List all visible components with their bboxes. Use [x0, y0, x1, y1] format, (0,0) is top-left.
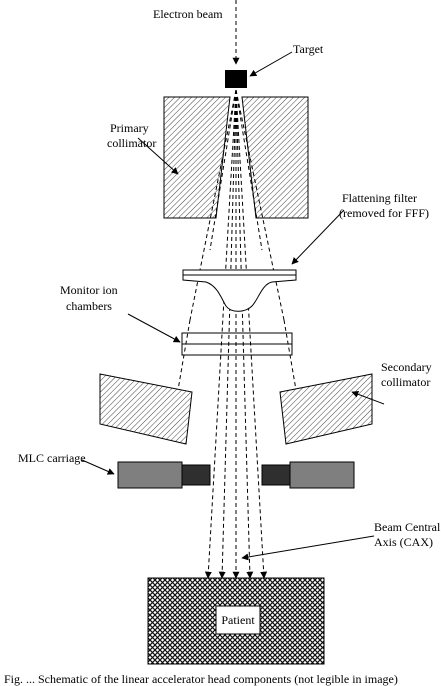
secondary-collimator-label-1: Secondary: [381, 360, 432, 374]
mlc-carriage-label: MLC carriage: [18, 451, 86, 465]
beam-cax-label-2: Axis (CAX): [374, 535, 433, 549]
secondary-collimator-label-2: collimator: [381, 375, 430, 389]
monitor-ion-label-2: chambers: [66, 299, 112, 313]
target-block: [225, 70, 247, 88]
secondary-collimator-left: [99, 373, 193, 445]
primary-collimator: [163, 96, 231, 219]
monitor-ion-label-1: Monitor ion: [60, 283, 118, 297]
secondary-collimator-leader: [351, 390, 385, 405]
primary-collimator-label-1: Primary: [110, 121, 149, 135]
target-label: Target: [293, 42, 324, 56]
primary-collimator-right: [241, 96, 309, 219]
mlc-carriage-left: [117, 461, 183, 489]
patient-label-box: [215, 605, 261, 635]
primary-collimator-leader: [137, 137, 179, 175]
figure-caption: Fig. ... Schematic of the linear acceler…: [4, 672, 398, 686]
secondary-collimator-right: [279, 373, 373, 445]
flattening-filter-leader: [291, 209, 345, 265]
beam-cax-leader: [241, 535, 375, 561]
beam-fan: [177, 89, 297, 579]
mlc-carriage-leader: [81, 459, 115, 475]
flattening-filter: [182, 269, 297, 312]
monitor-ion-leader: [127, 313, 181, 343]
primary-collimator-label-2: collimator: [107, 136, 156, 150]
mlc-leaf-left: [181, 464, 211, 486]
beam-cax-label-1: Beam Central: [374, 520, 441, 534]
flattening-filter-label-1: Flattening filter: [342, 191, 417, 205]
flattening-filter-label-2: (removed for FFF): [339, 206, 429, 220]
patient-label: Patient: [221, 613, 255, 627]
electron-beam-label: Electron beam: [153, 7, 223, 21]
mlc-carriage-right: [289, 461, 355, 489]
mlc-leaf-right: [261, 464, 291, 486]
target-leader: [249, 51, 293, 77]
